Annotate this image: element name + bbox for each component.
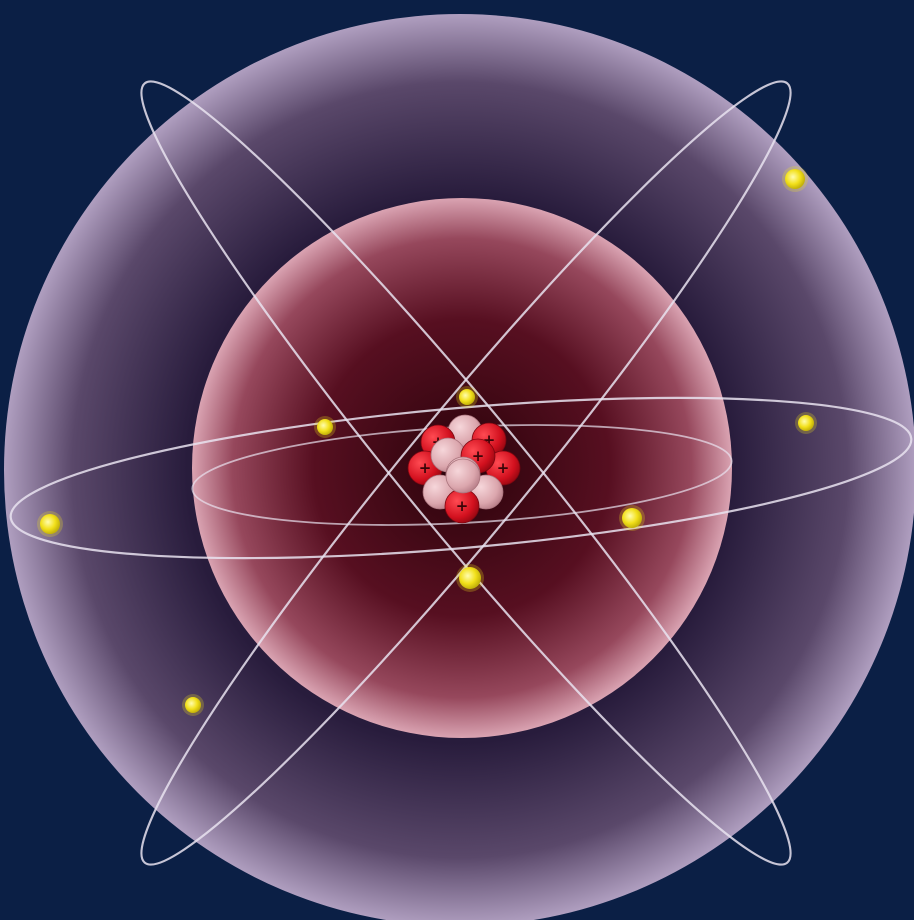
electron: [798, 415, 814, 431]
electron: [622, 508, 642, 528]
proton-charge-sign: +: [456, 497, 469, 515]
proton-charge-sign: +: [497, 459, 510, 477]
electron: [185, 697, 201, 713]
electron: [785, 169, 805, 189]
proton-charge-sign: +: [419, 459, 432, 477]
electron: [40, 514, 60, 534]
electron: [459, 389, 475, 405]
neutron: [446, 459, 480, 493]
electron: [459, 567, 481, 589]
electron: [317, 419, 333, 435]
